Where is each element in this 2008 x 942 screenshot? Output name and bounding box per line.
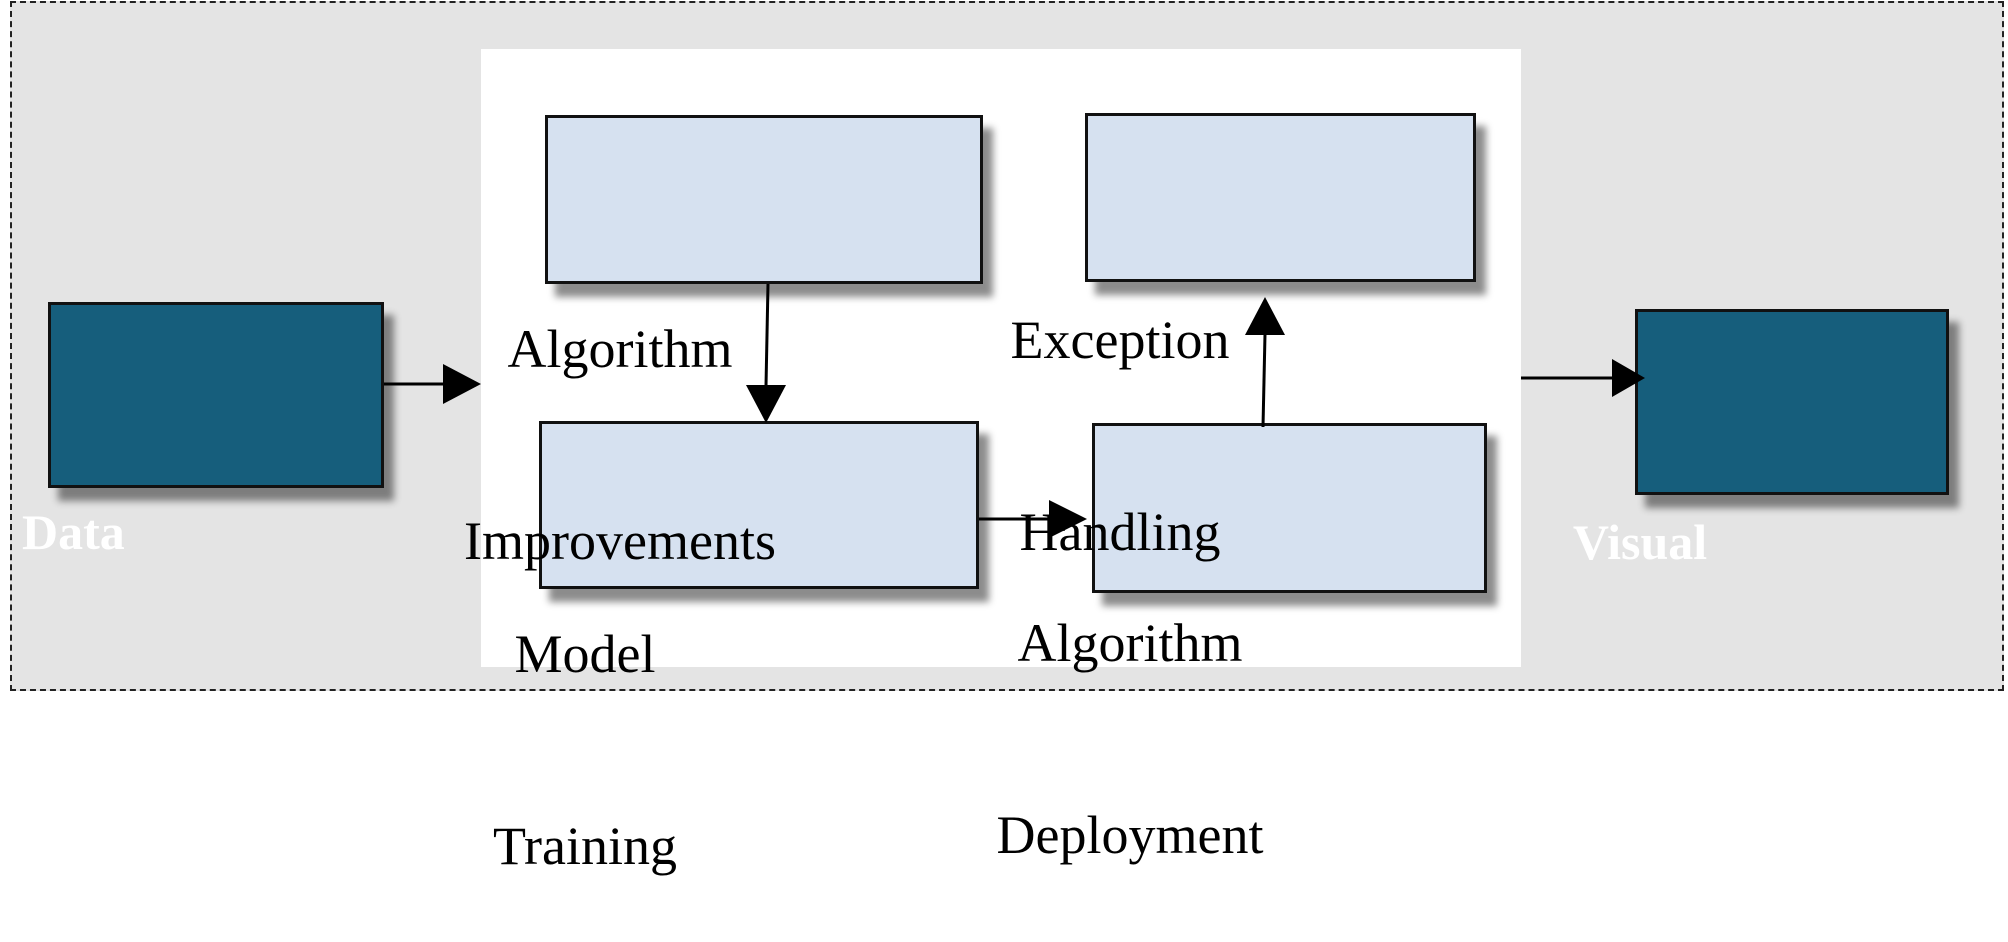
arrowhead-icon: [443, 364, 481, 404]
label-line: Model: [514, 624, 656, 684]
label-line: Handling: [1019, 502, 1221, 562]
algorithm-deployment-label: Algorithm Deployment: [975, 483, 1285, 931]
arrow-deployment-to-exception: [1245, 297, 1285, 428]
label-line: quisition: [8, 696, 195, 752]
model-training-label: Model Training: [470, 494, 700, 942]
arrowhead-icon: [746, 385, 786, 423]
arrow-training-to-deployment: [979, 500, 1087, 538]
label-line: Deployment: [996, 805, 1264, 865]
arrowhead-icon: [1245, 297, 1285, 335]
connector-arrows: [384, 283, 1645, 538]
data-acquisition-box[interactable]: [48, 302, 384, 488]
data-acquisition-label: Data quisition: [8, 372, 194, 820]
algorithm-improvements-label: Algorithm Improvements: [450, 189, 790, 637]
visual-display-box[interactable]: [1635, 309, 1949, 495]
algorithm-improvements-box[interactable]: [545, 115, 983, 284]
label-line: Algorithm: [1017, 613, 1243, 673]
label-line: Improvements: [464, 511, 776, 571]
visual-display-label: Visual Display: [1530, 382, 1750, 830]
label-line: Exception: [1010, 310, 1230, 370]
label-line: Training: [492, 816, 678, 876]
algorithm-deployment-box[interactable]: [1092, 423, 1487, 593]
model-training-box[interactable]: [539, 421, 979, 589]
label-line: Display: [1559, 706, 1721, 762]
label-line: Algorithm: [507, 319, 733, 379]
exception-handling-label: Exception Handling: [990, 180, 1250, 628]
arrowhead-icon: [1612, 359, 1645, 397]
arrow-improvements-to-training: [746, 283, 786, 423]
label-line: Data: [22, 504, 125, 560]
arrow-data-to-panel: [384, 364, 481, 404]
exception-handling-box[interactable]: [1085, 113, 1476, 282]
arrow-panel-to-display: [1521, 359, 1645, 397]
label-line: Visual: [1572, 514, 1708, 570]
arrowhead-icon: [1049, 500, 1087, 538]
